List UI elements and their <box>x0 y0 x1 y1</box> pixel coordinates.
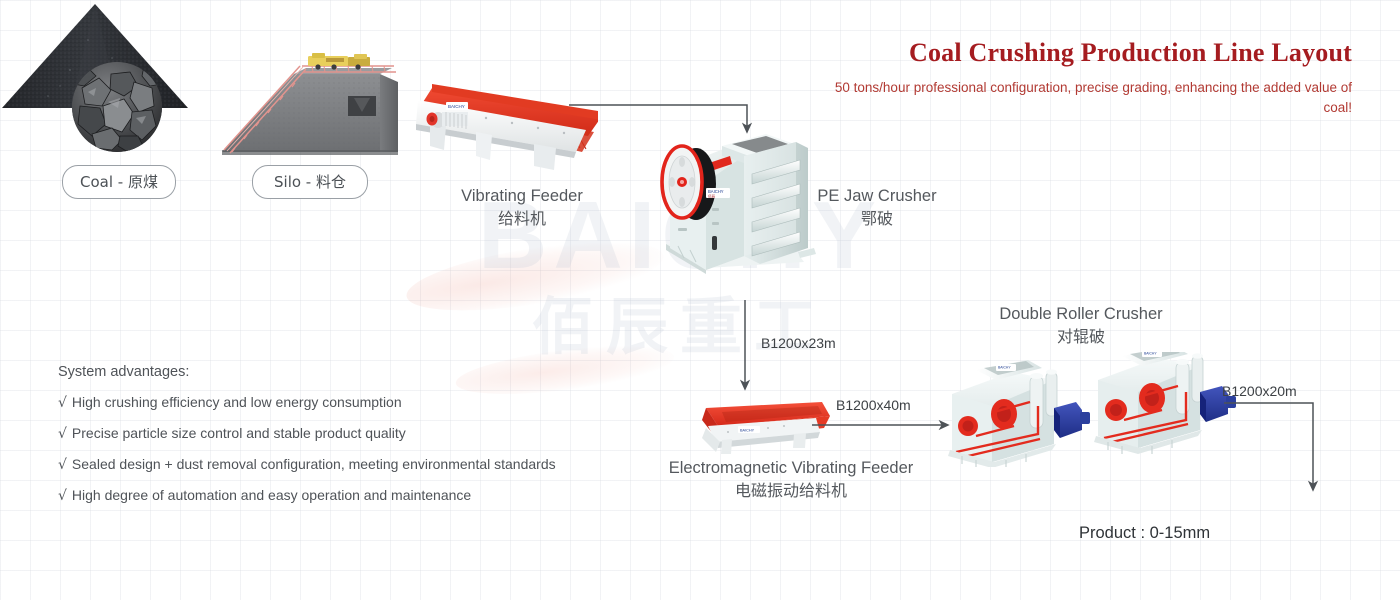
electromagnetic-feeder-illustration: BAICHY <box>698 398 830 460</box>
page-title: Coal Crushing Production Line Layout <box>908 38 1352 67</box>
silo-pill-label: Silo - 料仓 <box>252 165 368 199</box>
svg-text:BAICHY: BAICHY <box>998 366 1011 370</box>
electromagnetic-feeder-label: Electromagnetic Vibrating Feeder 电磁振动给料机 <box>652 458 930 502</box>
truck-icon <box>308 53 370 70</box>
product-label: Product : 0-15mm <box>1079 524 1211 542</box>
double-roller-crusher-illustration: BAICHY <box>938 346 1248 468</box>
vibrating-feeder-label: Vibrating Feeder 给料机 <box>452 186 592 230</box>
silo-icon <box>222 53 398 155</box>
vibrating-feeder-illustration: BAICHY <box>416 74 604 174</box>
double-roller-crusher-label-en: Double Roller Crusher <box>999 305 1163 323</box>
jaw-crusher-label-en: PE Jaw Crusher <box>817 187 937 205</box>
double-roller-crusher-label-zh: 对辊破 <box>1056 327 1105 347</box>
jaw-crusher-label: PE Jaw Crusher 鄂破 <box>812 186 942 230</box>
advantage-item: √Sealed design + dust removal configurat… <box>58 456 556 473</box>
conveyor-label-feeder-to-rollers: B1200x40m <box>836 397 911 413</box>
svg-text:BAICHY: BAICHY <box>1144 352 1157 356</box>
double-roller-crusher-icon: BAICHY <box>948 346 1236 468</box>
advantage-item-text: High degree of automation and easy opera… <box>71 487 472 503</box>
conveyor-label-rollers-to-product: B1200x20m <box>1222 383 1297 399</box>
page-subtitle: 50 tons/hour professional configuration,… <box>834 80 1352 115</box>
electromagnetic-feeder-label-en: Electromagnetic Vibrating Feeder <box>668 459 914 477</box>
check-icon: √ <box>58 395 67 411</box>
check-icon: √ <box>58 426 67 442</box>
electromagnetic-feeder-icon: BAICHY <box>702 402 830 454</box>
advantage-item: √High degree of automation and easy oper… <box>58 487 556 504</box>
advantage-item: √High crushing efficiency and low energy… <box>58 394 556 411</box>
vibrating-feeder-label-zh: 给料机 <box>497 209 546 229</box>
coal-pill-label: Coal - 原煤 <box>62 165 176 199</box>
advantage-item-text: High crushing efficiency and low energy … <box>71 394 402 410</box>
vibrating-feeder-label-en: Vibrating Feeder <box>461 187 583 205</box>
svg-text:BAICHY: BAICHY <box>740 429 755 433</box>
advantage-item: √Precise particle size control and stabl… <box>58 425 556 442</box>
watermark-cjk-text: 佰辰重工 <box>531 290 828 363</box>
electromagnetic-feeder-label-zh: 电磁振动给料机 <box>734 481 847 501</box>
svg-text:BAICHY: BAICHY <box>708 189 724 194</box>
check-icon: √ <box>58 457 67 473</box>
watermark-swoosh-icon <box>402 228 668 324</box>
svg-text:BAICHY: BAICHY <box>448 104 465 109</box>
svg-text:佰辰: 佰辰 <box>708 194 716 199</box>
jaw-crusher-label-zh: 鄂破 <box>860 209 893 229</box>
header: Coal Crushing Production Line Layout 50 … <box>832 38 1352 117</box>
advantage-item-text: Precise particle size control and stable… <box>71 425 406 441</box>
conveyor-label-jaw-to-feeder: B1200x23m <box>761 335 836 351</box>
jaw-crusher-illustration: BAICHY 佰辰 <box>648 112 823 287</box>
check-icon: √ <box>58 488 67 504</box>
silo-illustration <box>208 52 408 167</box>
coal-photo <box>72 62 162 152</box>
vibrating-feeder-icon: BAICHY <box>416 84 604 170</box>
system-advantages: System advantages: √High crushing effici… <box>58 364 556 518</box>
coal-lumps-icon <box>72 62 162 152</box>
system-advantages-title: System advantages: <box>58 364 190 380</box>
advantage-item-text: Sealed design + dust removal configurati… <box>71 456 556 472</box>
flywheel-icon <box>660 144 716 220</box>
jaw-crusher-icon: BAICHY 佰辰 <box>660 134 816 274</box>
double-roller-crusher-label: Double Roller Crusher 对辊破 <box>988 304 1174 348</box>
